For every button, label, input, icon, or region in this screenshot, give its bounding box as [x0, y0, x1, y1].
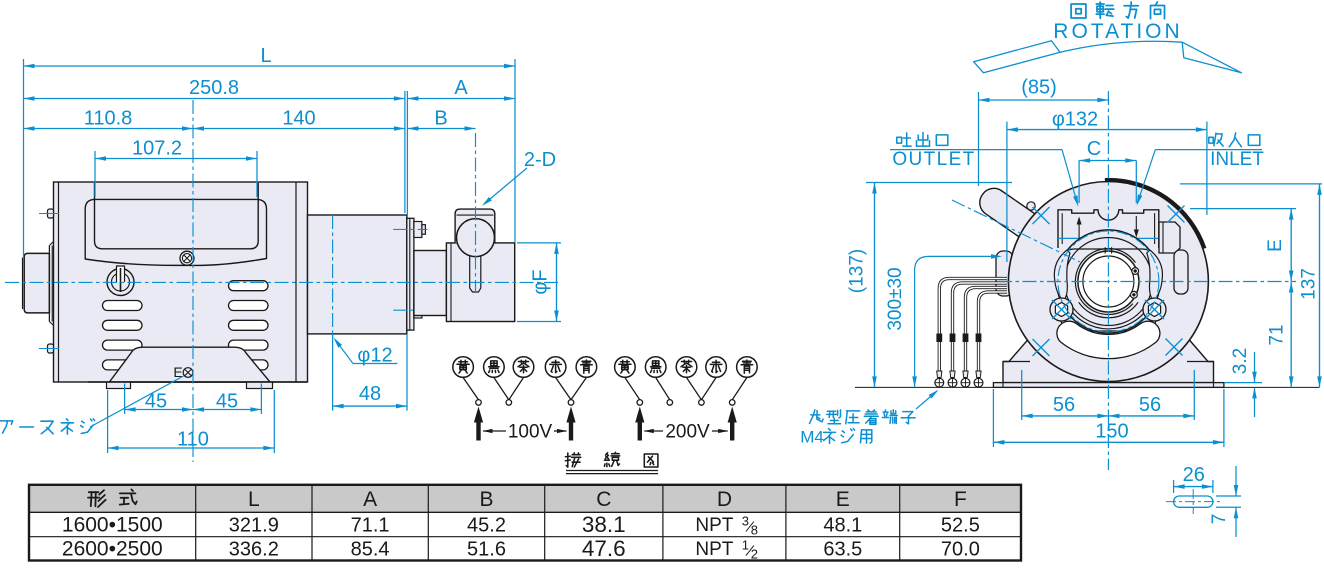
svg-text:45.2: 45.2 — [467, 515, 506, 537]
svg-text:56: 56 — [1139, 394, 1161, 416]
svg-text:φ132: φ132 — [1052, 109, 1098, 131]
svg-text:L: L — [260, 45, 271, 67]
svg-text:110: 110 — [177, 429, 209, 451]
svg-text:85.4: 85.4 — [351, 539, 390, 561]
svg-text:C: C — [596, 488, 611, 511]
svg-text:E: E — [1265, 239, 1286, 252]
svg-text:L: L — [248, 488, 260, 511]
svg-text:107.2: 107.2 — [132, 138, 182, 160]
svg-text:(85): (85) — [1021, 77, 1057, 99]
svg-text:φ12: φ12 — [357, 345, 392, 367]
svg-text:M4: M4 — [800, 428, 824, 447]
svg-text:51.6: 51.6 — [467, 539, 506, 561]
svg-text:2: 2 — [751, 547, 758, 562]
svg-text:8: 8 — [751, 523, 758, 538]
svg-text:26: 26 — [1183, 464, 1205, 486]
svg-text:3.2: 3.2 — [1230, 348, 1251, 374]
svg-text:NPT: NPT — [695, 539, 733, 560]
svg-text:2-D: 2-D — [524, 149, 556, 171]
svg-text:E: E — [173, 364, 182, 380]
svg-text:1: 1 — [742, 538, 749, 553]
svg-text:321.9: 321.9 — [229, 515, 279, 537]
svg-text:150: 150 — [1095, 421, 1128, 443]
svg-text:OUTLET: OUTLET — [892, 149, 975, 170]
svg-text:70.0: 70.0 — [941, 539, 980, 561]
svg-text:(137): (137) — [847, 249, 868, 293]
svg-text:200V: 200V — [665, 422, 710, 443]
svg-text:A: A — [363, 488, 377, 511]
svg-text:φF: φF — [530, 269, 552, 294]
svg-text:71.1: 71.1 — [351, 515, 390, 537]
svg-text:B: B — [434, 108, 447, 130]
svg-text:7: 7 — [1209, 514, 1230, 525]
svg-text:48: 48 — [359, 383, 381, 405]
svg-text:2600•2500: 2600•2500 — [62, 538, 163, 561]
svg-text:48.1: 48.1 — [823, 515, 862, 537]
svg-text:NPT: NPT — [695, 515, 733, 536]
svg-text:47.6: 47.6 — [582, 536, 626, 561]
svg-text:63.5: 63.5 — [823, 539, 862, 561]
svg-text:ROTATION: ROTATION — [1053, 20, 1182, 43]
svg-text:140: 140 — [282, 108, 315, 130]
svg-text:45: 45 — [145, 391, 167, 413]
svg-text:250.8: 250.8 — [189, 77, 239, 99]
svg-text:1600•1500: 1600•1500 — [62, 514, 163, 537]
svg-text:F: F — [954, 488, 967, 511]
svg-text:300±30: 300±30 — [885, 267, 906, 330]
svg-text:B: B — [479, 488, 493, 511]
svg-text:3: 3 — [742, 514, 749, 529]
svg-text:C: C — [1087, 138, 1101, 160]
svg-text:INLET: INLET — [1210, 149, 1264, 170]
svg-text:56: 56 — [1053, 394, 1075, 416]
svg-text:38.1: 38.1 — [582, 512, 626, 537]
svg-text:45: 45 — [216, 391, 238, 413]
svg-text:110.8: 110.8 — [84, 108, 133, 130]
svg-text:A: A — [454, 77, 468, 99]
svg-text:52.5: 52.5 — [941, 515, 980, 537]
svg-text:137: 137 — [1298, 268, 1319, 300]
svg-text:D: D — [717, 488, 732, 511]
svg-text:336.2: 336.2 — [229, 539, 279, 561]
svg-text:E: E — [836, 488, 850, 511]
svg-text:71: 71 — [1267, 324, 1288, 345]
svg-text:100V: 100V — [508, 422, 553, 443]
